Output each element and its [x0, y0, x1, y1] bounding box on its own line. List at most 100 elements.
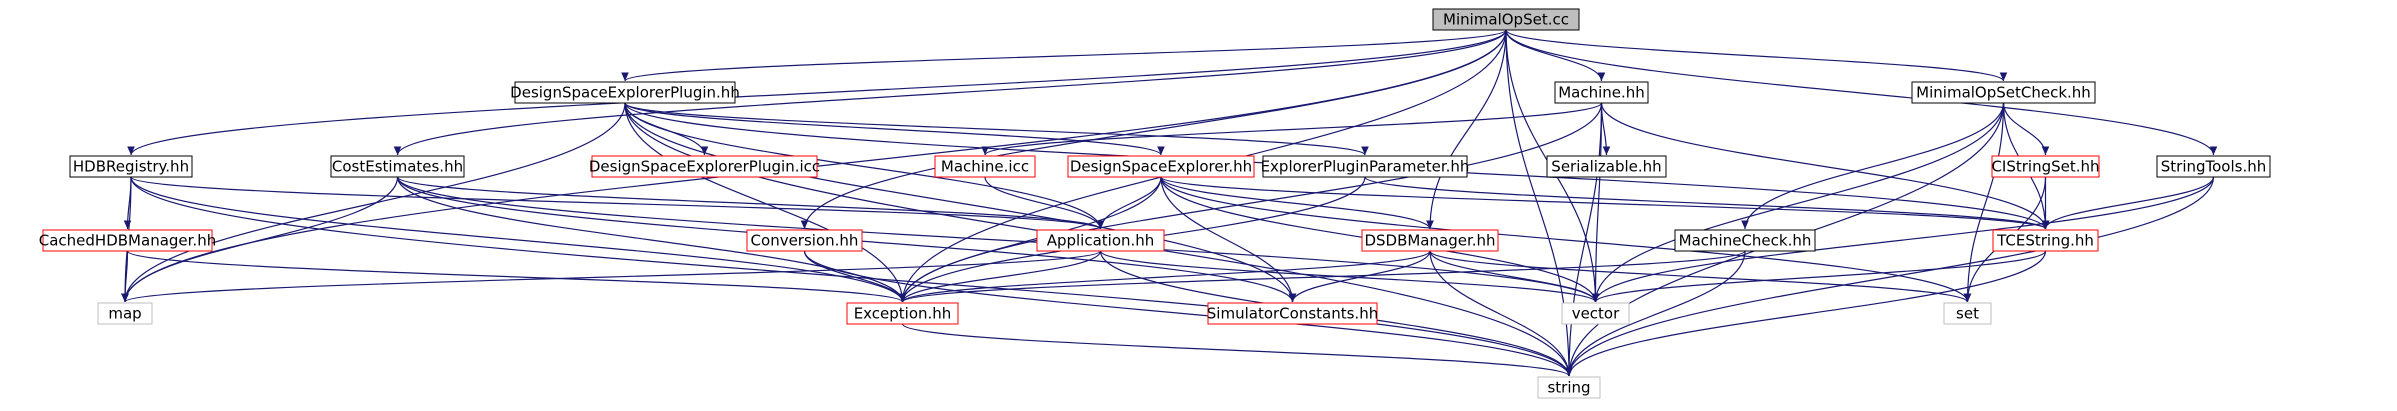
node-box	[42, 229, 213, 252]
node-label: TCEString.hh	[1996, 232, 2094, 250]
node-box	[330, 155, 465, 178]
node-application-hh[interactable]: Application.hh	[1036, 229, 1165, 252]
node-exception-hh[interactable]: Exception.hh	[846, 302, 959, 325]
edge-cachedhdbmanager-hh-to-exception-hh	[126, 250, 907, 303]
node-box	[1361, 229, 1499, 252]
node-conversion-hh[interactable]: Conversion.hh	[746, 229, 863, 252]
node-box	[1991, 155, 2100, 178]
node-box	[1036, 229, 1165, 252]
edge-machine-hh-to-tcestring-hh	[1600, 102, 2050, 230]
node-tcestring-hh[interactable]: TCEString.hh	[1992, 229, 2099, 252]
node-box	[846, 302, 959, 325]
edge-machine-hh-to-machine-icc	[981, 102, 1603, 156]
edge-hdbregistry-hh-to-exception-hh	[130, 176, 907, 303]
node-vector[interactable]: vector	[1561, 302, 1630, 325]
edge-conversion-hh-to-string	[803, 250, 1573, 377]
edge-dsdbmanager-hh-to-exception-hh	[898, 250, 1431, 303]
edge-dsdbmanager-hh-to-simulatorconstants-hh	[1288, 250, 1431, 303]
edge-machinecheck-hh-to-string	[1565, 250, 1746, 377]
node-minimalopset-cc[interactable]: MinimalOpSet.cc	[1432, 8, 1580, 31]
edge-explorerpluginparameter-hh-to-tcestring-hh	[1364, 176, 2050, 230]
edge-minimalopset-cc-to-machine-hh	[1505, 29, 1606, 82]
node-label: CostEstimates.hh	[332, 158, 463, 176]
edge-dse-hh-to-dsdbmanager-hh	[1160, 176, 1434, 230]
node-costestimates-hh[interactable]: CostEstimates.hh	[330, 155, 465, 178]
node-box	[1554, 81, 1649, 104]
edge-dse-hh-to-set	[1160, 176, 1972, 303]
edges-layer	[121, 29, 2218, 377]
node-label: DesignSpaceExplorerPlugin.icc	[589, 158, 820, 176]
edge-machinecheck-hh-to-exception-hh	[898, 250, 1746, 303]
node-box	[934, 155, 1036, 178]
node-label: Serializable.hh	[1551, 158, 1661, 176]
node-cachedhdbmanager-hh[interactable]: CachedHDBManager.hh	[39, 229, 216, 252]
node-box	[1546, 155, 1667, 178]
node-machinecheck-hh[interactable]: MachineCheck.hh	[1674, 229, 1816, 252]
node-dsdbmanager-hh[interactable]: DSDBManager.hh	[1361, 229, 1499, 252]
node-label: MachineCheck.hh	[1679, 232, 1812, 250]
node-label: Machine.icc	[941, 158, 1029, 176]
edge-minimalopsetcheck-hh-to-set	[1963, 102, 2005, 303]
nodes-layer: MinimalOpSet.ccDesignSpaceExplorerPlugin…	[39, 8, 2271, 399]
edge-application-hh-to-map	[121, 250, 1102, 303]
node-label: DSDBManager.hh	[1364, 232, 1495, 250]
edge-exception-hh-to-string	[901, 323, 1573, 377]
node-label: Conversion.hh	[751, 232, 859, 250]
node-label: map	[108, 305, 141, 323]
node-string[interactable]: string	[1537, 376, 1601, 399]
node-box	[1911, 81, 2096, 104]
node-label: string	[1547, 379, 1590, 397]
node-box	[1207, 302, 1378, 325]
edge-application-hh-to-vector	[1099, 250, 1600, 303]
edge-stringtools-hh-to-vector	[1591, 176, 2215, 303]
node-label: DesignSpaceExplorerPlugin.hh	[510, 84, 740, 102]
node-minimalopsetcheck-hh[interactable]: MinimalOpSetCheck.hh	[1911, 81, 2096, 104]
node-box	[1943, 302, 1992, 325]
edge-costestimates-hh-to-vector	[396, 176, 1600, 303]
edge-dse-hh-to-application-hh	[1096, 176, 1162, 230]
node-box	[1561, 302, 1630, 325]
edge-dse-plugin-hh-to-dse-plugin-icc	[624, 102, 709, 156]
edge-costestimates-hh-to-exception-hh	[396, 176, 907, 303]
node-machine-icc[interactable]: Machine.icc	[934, 155, 1036, 178]
node-dse-hh[interactable]: DesignSpaceExplorer.hh	[1067, 155, 1255, 178]
node-stringtools-hh[interactable]: StringTools.hh	[2156, 155, 2271, 178]
node-hdbregistry-hh[interactable]: HDBRegistry.hh	[69, 155, 193, 178]
node-label: set	[1956, 305, 1979, 323]
node-label: DesignSpaceExplorer.hh	[1070, 158, 1252, 176]
edge-minimalopset-cc-to-minimalopsetcheck-hh	[1505, 29, 2008, 82]
node-machine-hh[interactable]: Machine.hh	[1554, 81, 1649, 104]
node-label: Exception.hh	[854, 305, 952, 323]
node-explorerpluginparameter-hh[interactable]: ExplorerPluginParameter.hh	[1261, 155, 1470, 178]
node-label: MinimalOpSet.cc	[1443, 11, 1569, 29]
node-simulatorconstants-hh[interactable]: SimulatorConstants.hh	[1207, 302, 1378, 325]
node-dse-plugin-icc[interactable]: DesignSpaceExplorerPlugin.icc	[589, 155, 820, 178]
edge-dse-plugin-hh-to-application-hh	[624, 102, 1105, 230]
node-dse-plugin-hh[interactable]: DesignSpaceExplorerPlugin.hh	[510, 81, 740, 104]
node-map[interactable]: map	[97, 302, 153, 325]
node-serializable-hh[interactable]: Serializable.hh	[1546, 155, 1667, 178]
edge-stringtools-hh-to-tcestring-hh	[2041, 176, 2215, 230]
node-label: vector	[1572, 305, 1620, 323]
edge-costestimates-hh-to-application-hh	[396, 176, 1105, 230]
node-box	[514, 81, 736, 104]
edge-minimalopset-cc-to-hdbregistry-hh	[127, 29, 1507, 156]
edge-minimalopsetcheck-hh-to-cistringset-hh	[2002, 102, 2050, 156]
node-label: Machine.hh	[1558, 84, 1645, 102]
node-label: CachedHDBManager.hh	[39, 232, 216, 250]
node-box	[1432, 8, 1580, 31]
node-box	[1537, 376, 1601, 399]
edge-dse-plugin-hh-to-dse-hh	[624, 102, 1165, 156]
node-cistringset-hh[interactable]: CIStringSet.hh	[1991, 155, 2100, 178]
node-label: HDBRegistry.hh	[73, 158, 189, 176]
edge-dse-hh-to-simulatorconstants-hh	[1160, 176, 1297, 303]
node-box	[591, 155, 818, 178]
edge-dse-plugin-hh-to-simulatorconstants-hh	[624, 102, 1297, 303]
edge-dse-hh-to-tcestring-hh	[1160, 176, 2050, 230]
edge-dse-plugin-hh-to-explorerpluginparameter-hh	[624, 102, 1369, 156]
node-box	[1067, 155, 1255, 178]
node-box	[1262, 155, 1468, 178]
node-set[interactable]: set	[1943, 302, 1992, 325]
edge-dse-plugin-hh-to-map	[121, 102, 626, 303]
node-label: StringTools.hh	[2161, 158, 2267, 176]
